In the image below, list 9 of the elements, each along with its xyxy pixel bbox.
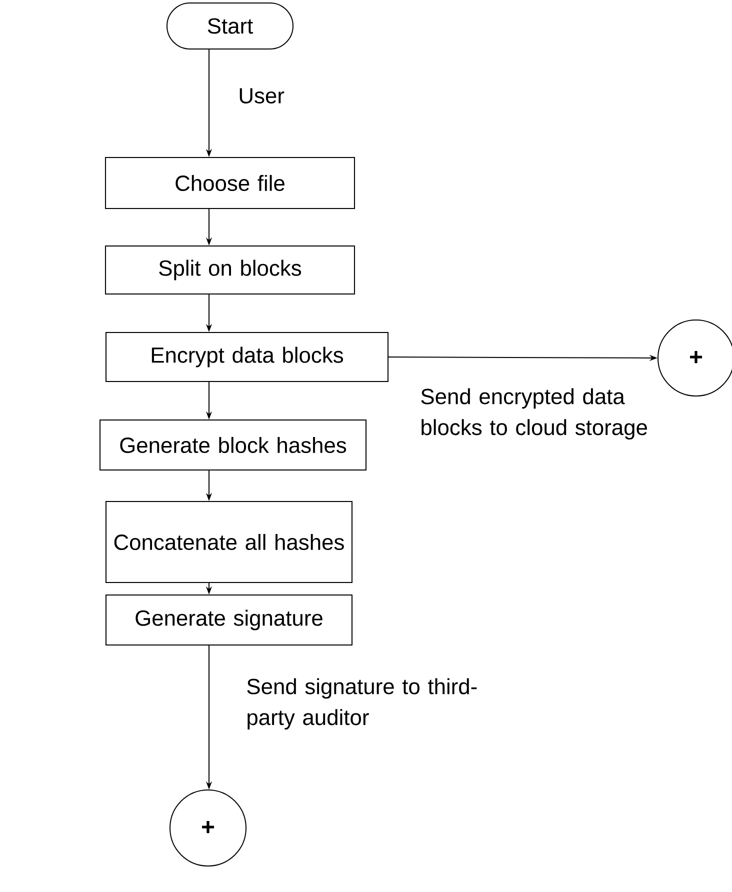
process-box: Concatenate all hashes (106, 501, 352, 583)
process-box: Encrypt data blocks (106, 332, 388, 382)
process-box: Split on blocks (105, 246, 355, 294)
edge-label: Send signature to third-party auditor (247, 678, 477, 730)
process-box: Generate block hashes (100, 420, 366, 470)
edge-label: Send encrypted data blocks to cloud storage (421, 388, 647, 440)
process-box: Generate signature (106, 594, 352, 646)
process-box: Choose file (105, 157, 355, 209)
edge-label: User (240, 88, 284, 104)
